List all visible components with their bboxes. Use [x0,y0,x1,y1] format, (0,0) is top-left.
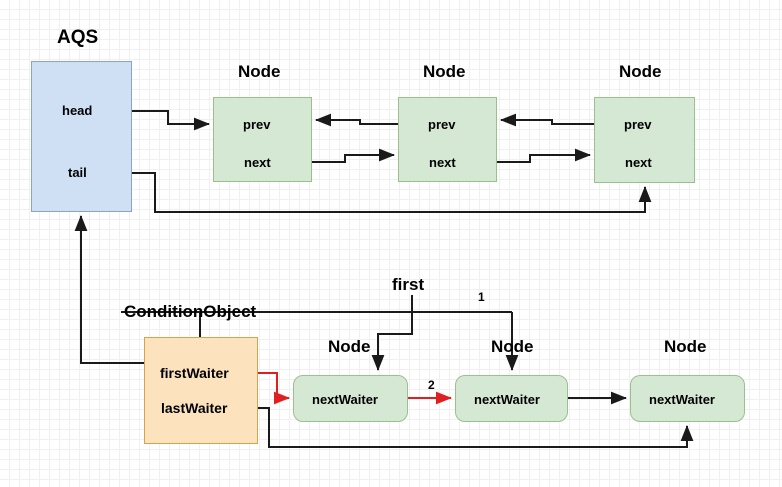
node-2-field-next: next [429,155,456,170]
waiter-node-2-field: nextWaiter [474,392,540,407]
waiter-node-box-2 [455,375,568,422]
node-title-2: Node [423,62,466,81]
node-1-field-prev: prev [243,117,271,132]
edge-node2-prev-to-node1 [315,113,418,127]
waiter-node-box-3 [630,375,745,422]
edge-conditionobject-to-aqs [74,215,144,364]
aqs-field-head: head [62,103,93,118]
annotation-step-one: 1 [478,290,485,304]
edge-lastwaiter-to-waiter3 [258,407,694,448]
edge-node2-next-to-node3 [468,148,591,163]
edge-node1-next-to-node2 [283,148,395,163]
annotation-step-two: 2 [428,378,435,392]
waiter-node-title-3: Node [664,337,707,356]
waiter-node-1-field: nextWaiter [312,392,378,407]
aqs-title: AQS [57,27,99,48]
conditionobject-field-firstwaiter: firstWaiter [160,365,229,381]
node-2-field-prev: prev [428,117,456,132]
conditionobject-title: ConditionObject [124,302,257,321]
edge-first-to-waiter1 [371,295,413,371]
node-3-field-prev: prev [624,117,652,132]
node-title-1: Node [238,62,281,81]
waiter-node-3-field: nextWaiter [649,392,715,407]
edge-node3-prev-to-node2 [500,113,614,127]
node-box-2 [398,97,497,182]
edge-tail-to-node3 [108,172,652,213]
waiter-node-box-1 [293,375,408,422]
node-3-field-next: next [625,155,652,170]
edge-firstwaiter-to-waiter1 [258,372,290,405]
annotation-first: first [392,275,425,294]
node-1-field-next: next [244,155,271,170]
node-box-3 [594,97,695,183]
aqs-field-tail: tail [68,165,87,180]
edge-head-to-node1 [108,110,210,131]
node-box-1 [213,97,312,182]
waiter-node-title-2: Node [491,337,534,356]
aqs-box [31,61,132,212]
waiter-node-title-1: Node [328,337,371,356]
node-title-3: Node [619,62,662,81]
conditionobject-field-lastwaiter: lastWaiter [161,400,228,416]
conditionobject-box [144,337,258,444]
